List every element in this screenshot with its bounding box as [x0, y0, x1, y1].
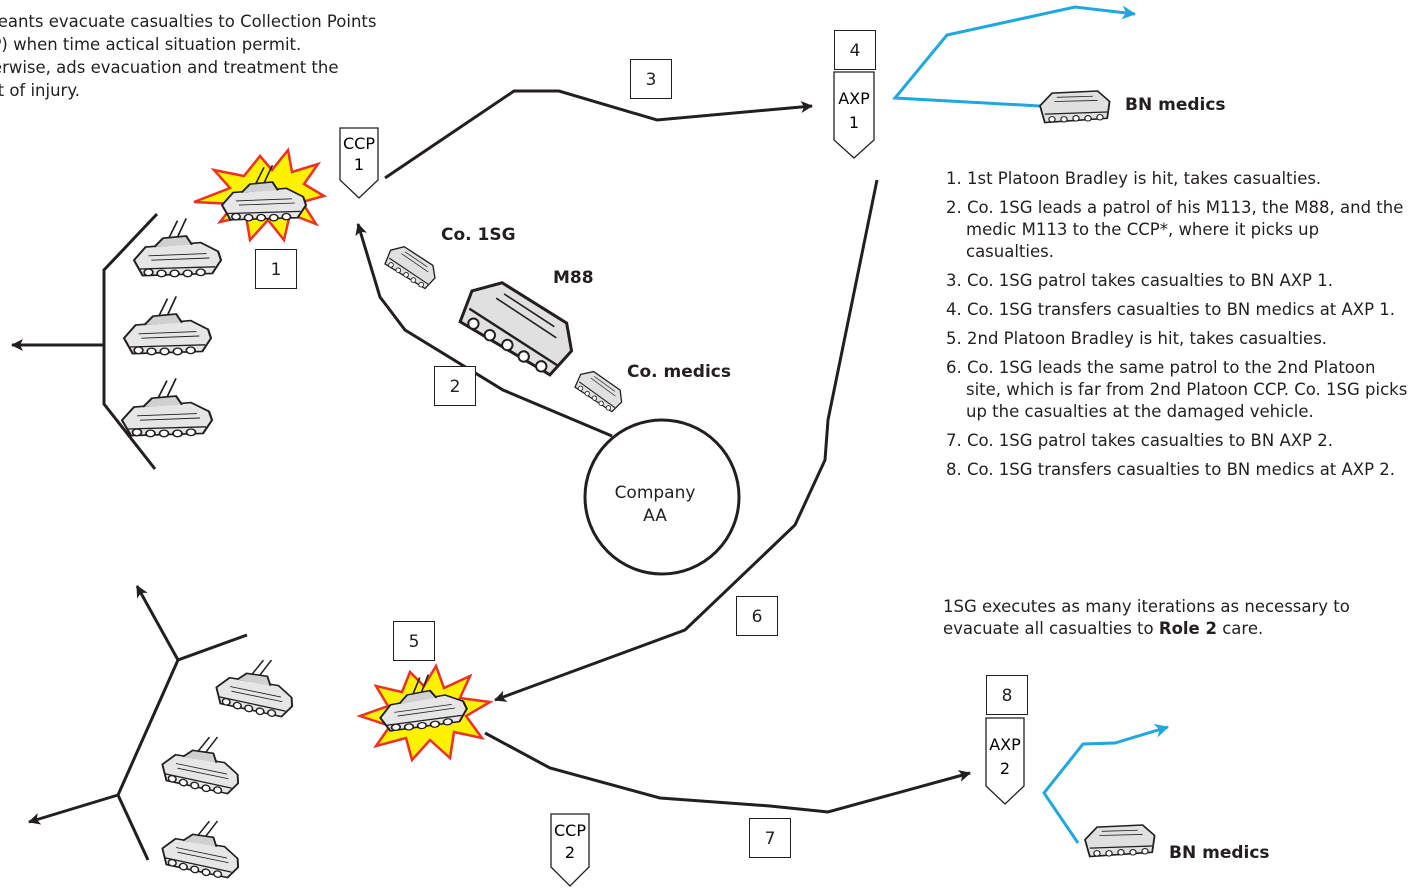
- step-box-8: 8: [986, 675, 1028, 715]
- m88-label: M88: [553, 268, 594, 288]
- step-box-3: 3: [630, 59, 672, 99]
- bn-medics-route-axp-1: [891, 5, 1136, 108]
- company-medics-label: Co. medics: [627, 362, 731, 382]
- second-platoon-bradley-icon: [157, 808, 249, 884]
- bn-medics-vehicle-icon: [1039, 90, 1111, 124]
- route-3-to-axp-1: [384, 89, 813, 180]
- axp-2-marker-shape: [985, 717, 1025, 805]
- step-item: 1. 1st Platoon Bradley is hit, takes cas…: [946, 169, 1322, 188]
- axp-1-label-line1: AXP: [838, 89, 870, 108]
- first-platoon-bradley-icon: [132, 217, 223, 278]
- company-medics-m113-icon: [571, 364, 628, 417]
- closing-note-end: care.: [1216, 619, 1264, 638]
- step-box-1: 1: [255, 249, 297, 289]
- second-platoon-bradley-icon: [211, 647, 303, 723]
- company-aa-label: Company AA: [595, 482, 715, 528]
- step-item: 8. Co. 1SG transfers casualties to BN me…: [946, 460, 1396, 479]
- axp-1-label-line2: 1: [849, 113, 859, 132]
- route-2-to-ccp-1: [355, 223, 613, 438]
- second-platoon-lower-arrow: [28, 793, 119, 825]
- second-platoon-bradley-icon: [157, 724, 249, 800]
- bn-medics-label-bottom: BN medics: [1169, 843, 1270, 863]
- bn-medics-label-top: BN medics: [1125, 95, 1226, 115]
- closing-note-role: Role 2: [1158, 619, 1217, 638]
- step-box-7: 7: [749, 818, 791, 858]
- first-sergeant-m113-icon: [381, 239, 441, 294]
- company-aa-line2: AA: [643, 506, 667, 526]
- bn-medics-route-axp-2: [1042, 724, 1169, 844]
- ccp-1-marker-shape: [339, 127, 379, 199]
- step-box-2: 2: [434, 366, 476, 406]
- route-7-to-axp-2: [484, 731, 971, 814]
- route-6-to-second-platoon: [494, 179, 879, 702]
- step-list: 1. 1st Platoon Bradley is hit, takes cas…: [946, 168, 1411, 488]
- first-platoon-bradley-icon: [122, 295, 213, 356]
- ccp-2-label-line1: CCP: [554, 821, 586, 840]
- second-platoon-formation-line: [116, 633, 248, 861]
- step-box-6: 6: [736, 596, 778, 636]
- axp-2-label-line2: 2: [1000, 759, 1010, 778]
- first-platoon-formation-line: [102, 212, 159, 470]
- step-item: 4. Co. 1SG transfers casualties to BN me…: [946, 300, 1396, 319]
- closing-note: 1SG executes as many iterations as neces…: [943, 596, 1413, 640]
- intro-paragraph: sergeants evacuate casualties to Collect…: [0, 12, 377, 100]
- ccp-2-marker-shape: [550, 813, 590, 887]
- axp-1-marker-shape: [833, 71, 875, 159]
- closing-note-start: 1SG executes as many iterations as neces…: [943, 597, 1350, 638]
- second-platoon-upper-arrow: [135, 585, 180, 661]
- bn-medics-vehicle-icon: [1084, 824, 1156, 858]
- step-item: 3. Co. 1SG patrol takes casualties to BN…: [946, 271, 1333, 290]
- axp-2-label-line1: AXP: [989, 735, 1021, 754]
- ccp-1-label-line1: CCP: [343, 134, 375, 153]
- step-item: 7. Co. 1SG patrol takes casualties to BN…: [946, 431, 1333, 450]
- company-assembly-area-circle: [583, 418, 741, 576]
- step-item: 5. 2nd Platoon Bradley is hit, takes cas…: [946, 329, 1328, 348]
- first-sergeant-label: Co. 1SG: [441, 225, 516, 245]
- ccp-1-label-line2: 1: [354, 155, 364, 174]
- step-box-5: 5: [393, 621, 435, 661]
- step-box-4: 4: [834, 30, 876, 70]
- first-platoon-bradley-icon: [120, 377, 214, 438]
- ccp-2-label-line2: 2: [565, 843, 575, 862]
- company-aa-line1: Company: [614, 483, 696, 503]
- step-item: 6. Co. 1SG leads the same patrol to the …: [946, 358, 1408, 421]
- step-item: 2. Co. 1SG leads a patrol of his M113, t…: [946, 198, 1404, 261]
